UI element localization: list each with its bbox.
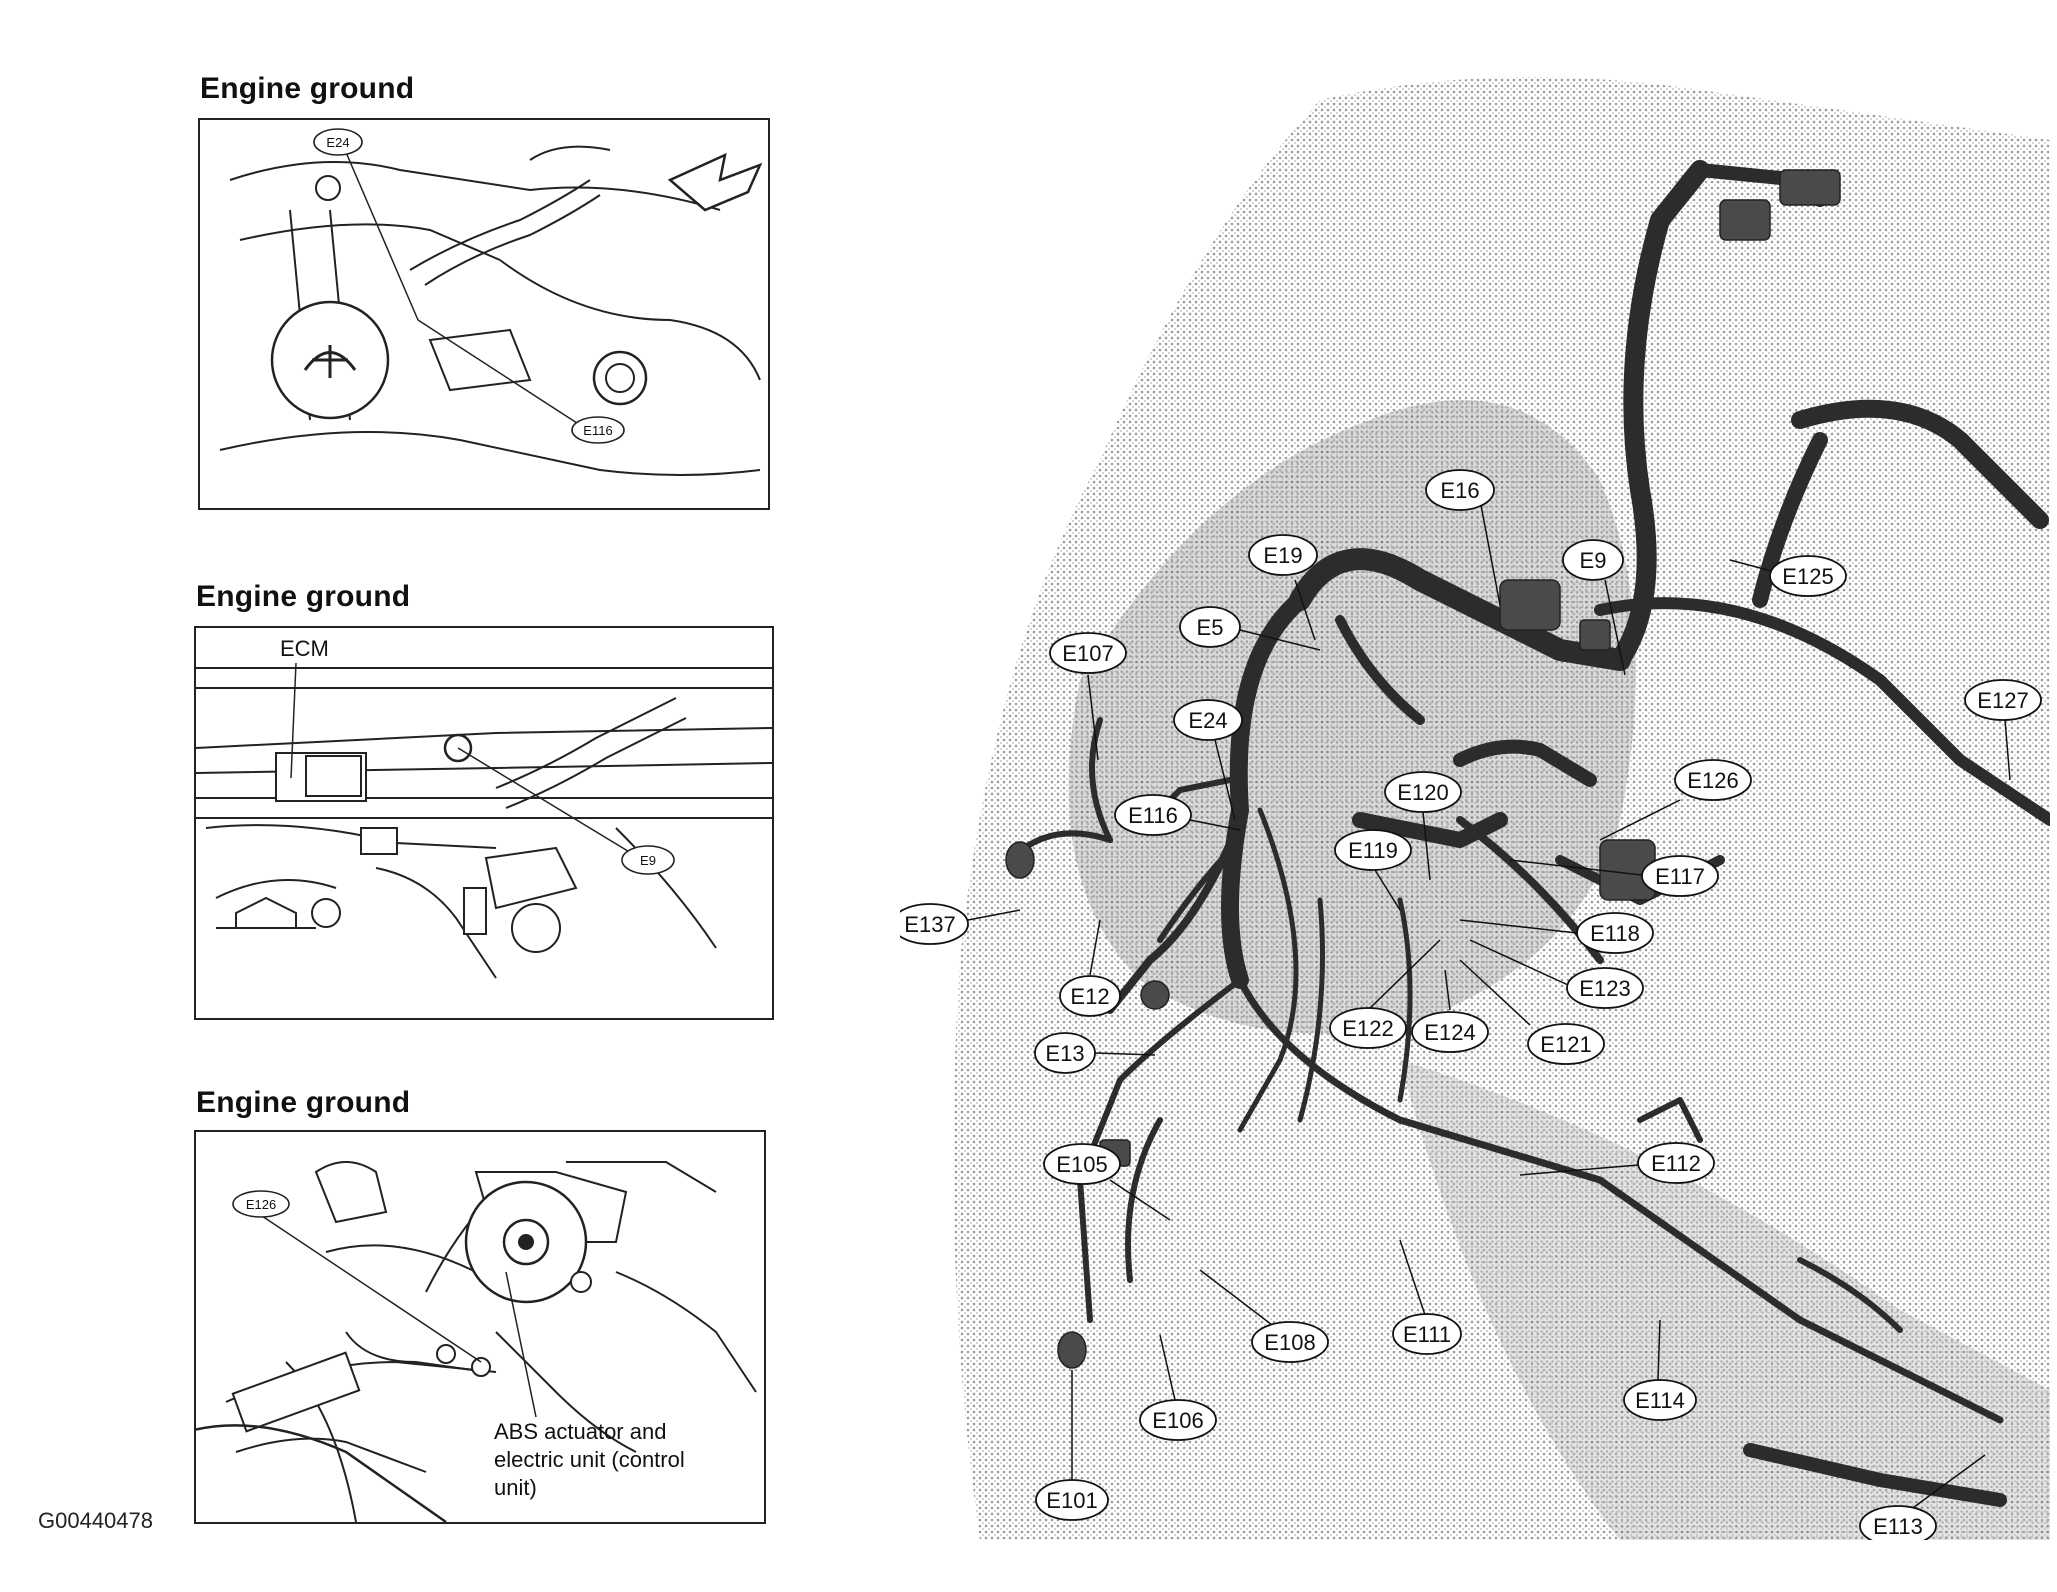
callout-e12: E12 — [1070, 984, 1109, 1009]
callout-e126-small: E126 — [246, 1197, 276, 1212]
callout-e120: E120 — [1397, 780, 1448, 805]
engine-ground-1-drawing: E24 E116 — [219, 128, 763, 476]
callout-e122: E122 — [1342, 1016, 1393, 1041]
callout-e24: E24 — [1188, 708, 1227, 733]
engine-harness-diagram: E16 E19 E9 E125 E5 E107 E127 E24 E126 E1… — [900, 77, 2050, 1540]
harness-callouts: E16 E19 E9 E125 E5 E107 E127 E24 E126 E1… — [900, 469, 2042, 1540]
callout-e107: E107 — [1062, 641, 1113, 666]
panel-3-title: Engine ground — [196, 1086, 411, 1119]
callout-e121: E121 — [1540, 1032, 1591, 1057]
callout-e106: E106 — [1152, 1408, 1203, 1433]
harness-lines — [1007, 160, 2050, 1507]
callout-e105: E105 — [1056, 1152, 1107, 1177]
callout-e116-small: E116 — [583, 423, 612, 438]
callout-e124: E124 — [1424, 1020, 1475, 1045]
callout-e111: E111 — [1403, 1322, 1451, 1347]
callout-e116: E116 — [1128, 803, 1178, 828]
callout-e9-small: E9 — [640, 853, 656, 868]
callout-e117: E117 — [1655, 864, 1705, 889]
callout-e9: E9 — [1580, 548, 1607, 573]
panel-1-title: Engine ground — [200, 72, 415, 105]
figure-code: G00440478 — [38, 1508, 153, 1533]
callout-e13: E13 — [1045, 1041, 1084, 1066]
callout-e5: E5 — [1197, 615, 1224, 640]
abs-actuator-note: ABS actuator and electric unit (control … — [494, 1419, 685, 1500]
panel-1-illustration: E24 E116 — [198, 118, 770, 510]
callout-e125: E125 — [1782, 564, 1833, 589]
callout-e126: E126 — [1687, 768, 1738, 793]
callout-e123: E123 — [1579, 976, 1630, 1001]
engine-ground-3-drawing: E126 — [196, 1161, 757, 1522]
panel-3-illustration: E126 ABS actuator and electric unit (con… — [194, 1130, 766, 1524]
ecm-label: ECM — [280, 636, 329, 661]
callout-e137: E137 — [904, 912, 955, 937]
callout-e19: E19 — [1263, 543, 1302, 568]
callout-e119: E119 — [1348, 838, 1398, 863]
callout-e112: E112 — [1651, 1151, 1701, 1176]
callout-e114: E114 — [1635, 1388, 1685, 1413]
engine-ground-2-drawing: E9 — [196, 662, 772, 979]
panel-2-title: Engine ground — [196, 580, 411, 613]
panel-2-illustration: E9 ECM — [194, 626, 774, 1020]
callout-e118: E118 — [1590, 921, 1640, 946]
callout-e108: E108 — [1264, 1330, 1315, 1355]
callout-e113: E113 — [1873, 1514, 1923, 1539]
callout-e24-small: E24 — [326, 135, 349, 150]
callout-e127: E127 — [1977, 688, 2028, 713]
callout-e101: E101 — [1046, 1488, 1097, 1513]
callout-e16: E16 — [1440, 478, 1479, 503]
bumper-shading — [1400, 1060, 2050, 1540]
